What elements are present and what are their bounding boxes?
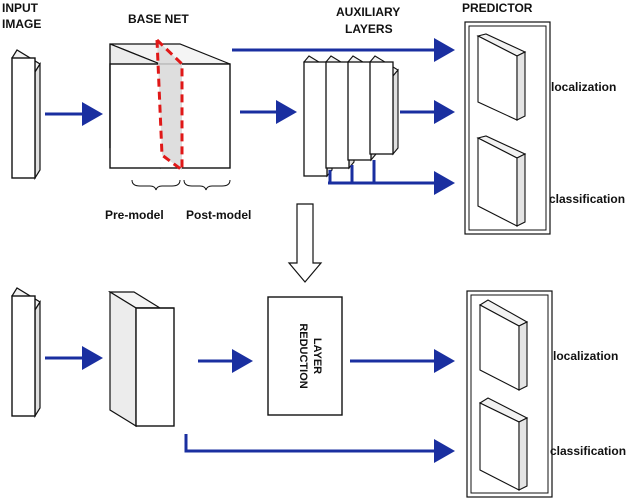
- predictor-box-bottom: [466, 290, 553, 498]
- classification-block-top: [476, 135, 527, 227]
- reduction-label-line1: REDUCTION: [297, 323, 309, 388]
- localization-label-bottom: localization: [553, 349, 618, 363]
- bottom-arrows: [45, 346, 455, 463]
- classification-label-bottom: classification: [550, 444, 626, 458]
- auxiliary-layer-4: [369, 55, 399, 156]
- split-braces: [131, 179, 231, 191]
- input-image-label-line1: INPUT: [2, 1, 39, 15]
- classification-block-bottom: [478, 397, 529, 491]
- auxiliary-label-line2: LAYERS: [345, 22, 393, 36]
- input-image-top: [11, 49, 41, 181]
- localization-block-top: [476, 33, 527, 121]
- input-image-label-line2: IMAGE: [2, 17, 41, 31]
- localization-label-top: localization: [551, 80, 616, 94]
- arrow-premodel-to-classification: [184, 434, 455, 463]
- model-split-plane: [155, 38, 184, 173]
- post-model-label: Post-model: [186, 208, 251, 222]
- base-net-label: BASE NET: [128, 12, 189, 26]
- auxiliary-label-line1: AUXILIARY: [336, 5, 400, 19]
- pre-model-block: [107, 290, 175, 428]
- predictor-label: PREDICTOR: [462, 1, 533, 15]
- localization-block-bottom: [478, 299, 529, 391]
- input-image-bottom: [11, 287, 41, 419]
- classification-label-top: classification: [549, 192, 625, 206]
- top-arrows: [45, 38, 455, 195]
- transform-down-arrow: [287, 203, 323, 283]
- pre-model-label: Pre-model: [105, 208, 164, 222]
- predictor-box-top: [464, 21, 551, 235]
- reduction-label-line2: LAYER: [311, 338, 323, 374]
- reduction-layer-box: REDUCTION LAYER: [267, 296, 343, 416]
- auxiliary-layers: [303, 55, 399, 178]
